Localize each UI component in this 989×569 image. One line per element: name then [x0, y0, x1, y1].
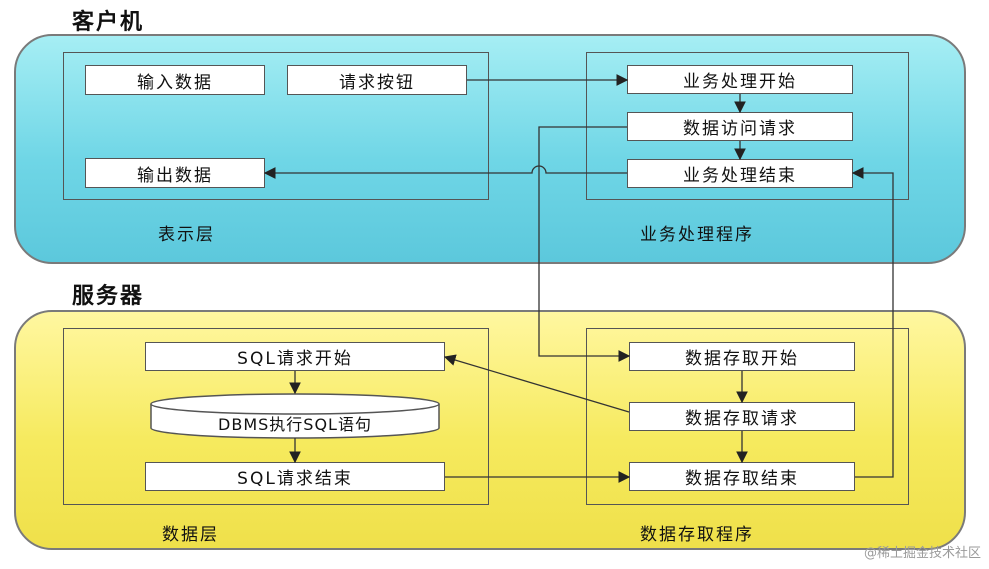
data-access-request-box: 数据访问请求: [627, 112, 853, 141]
business-program-label: 业务处理程序: [640, 225, 754, 245]
data-access-start-box: 数据存取开始: [629, 342, 855, 371]
data-access-request-box-server: 数据存取请求: [629, 402, 855, 431]
client-title: 客户机: [72, 10, 145, 35]
data-access-program-label: 数据存取程序: [640, 525, 754, 545]
data-access-end-box: 数据存取结束: [629, 462, 855, 491]
request-button-box: 请求按钮: [287, 65, 467, 95]
business-start-box: 业务处理开始: [627, 65, 853, 94]
business-program-panel: [586, 52, 909, 200]
sql-end-box: SQL请求结束: [145, 462, 445, 491]
input-data-box: 输入数据: [85, 65, 265, 95]
dbms-exec-label: DBMS执行SQL语句: [218, 415, 372, 434]
output-data-box: 输出数据: [85, 158, 265, 188]
server-title: 服务器: [72, 284, 145, 309]
sql-start-box: SQL请求开始: [145, 342, 445, 371]
watermark-text: @稀土掘金技术社区: [863, 546, 981, 561]
data-layer-panel: [63, 328, 489, 505]
data-access-program-panel: [586, 328, 909, 505]
presentation-layer-panel: [63, 52, 489, 200]
data-layer-label: 数据层: [162, 525, 219, 545]
business-end-box: 业务处理结束: [627, 159, 853, 188]
presentation-layer-label: 表示层: [158, 225, 215, 245]
